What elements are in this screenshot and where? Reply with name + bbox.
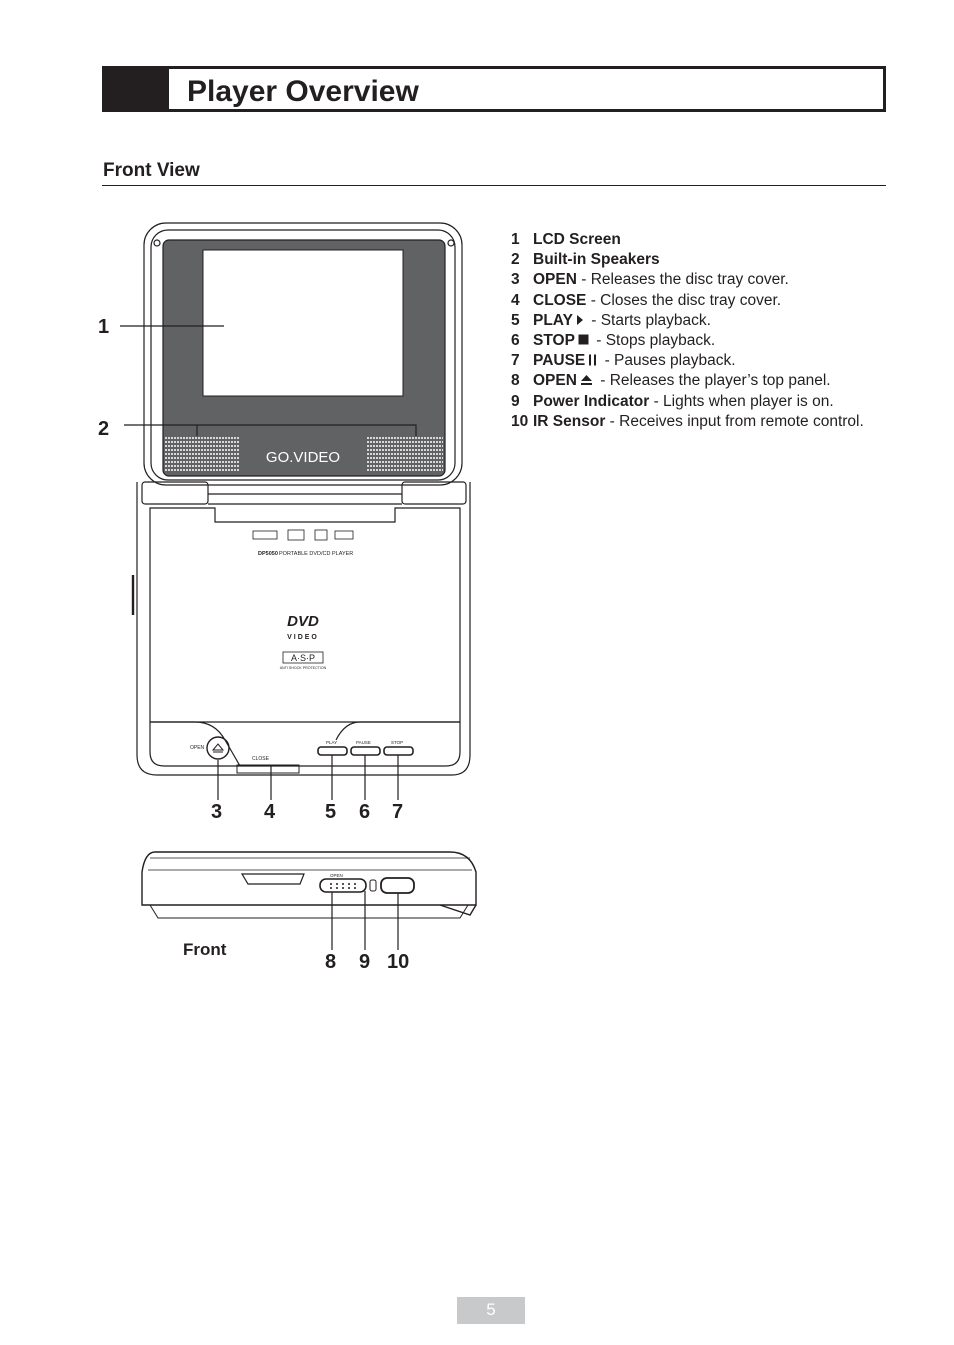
- front-label: Front: [183, 940, 227, 959]
- list-item: 2 Built-in Speakers: [511, 251, 660, 269]
- stop-icon: [578, 334, 589, 345]
- lcd-screen: [202, 249, 404, 397]
- list-item: 8 OPEN - Releases the player’s top panel…: [511, 372, 831, 390]
- callout-6: 6: [359, 801, 371, 823]
- close-label: CLOSE: [252, 756, 270, 762]
- dvd-logo-sub: VIDEO: [287, 634, 319, 641]
- eject-icon: [580, 375, 592, 386]
- section-title: Front View: [103, 160, 200, 181]
- lid-outer: [143, 222, 463, 486]
- pause-icon: [589, 354, 597, 366]
- model-number: DP5050: [258, 551, 278, 557]
- play-button-label: PLAY: [326, 740, 337, 745]
- callout-5: 5: [325, 801, 337, 823]
- list-item: 4 CLOSE - Closes the disc tray cover.: [511, 291, 782, 309]
- callout-1: 1: [98, 316, 110, 338]
- dvd-logo: DVD: [287, 613, 319, 630]
- player-base: [131, 482, 471, 776]
- model-description: PORTABLE DVD/CD PLAYER: [279, 551, 353, 557]
- side-view: [141, 851, 477, 919]
- list-item: 9 Power Indicator - Lights when player i…: [511, 392, 834, 410]
- open-tray-button[interactable]: [206, 736, 230, 760]
- stop-button-label: STOP: [391, 740, 403, 745]
- page-number: 5: [486, 1300, 496, 1319]
- list-item: 10 IR Sensor - Receives input from remot…: [511, 412, 864, 430]
- callout-8: 8: [325, 951, 337, 973]
- leader-lines: [120, 325, 417, 950]
- callout-4: 4: [264, 801, 276, 823]
- lid-inner: [150, 229, 456, 481]
- page-title: Player Overview: [187, 75, 419, 108]
- callout-2: 2: [98, 418, 110, 440]
- play-icon: [576, 314, 583, 325]
- callout-3: 3: [211, 801, 223, 823]
- eject-icon: [211, 743, 225, 753]
- callout-7: 7: [392, 801, 404, 823]
- power-indicator: [369, 879, 377, 892]
- top-panel-open-slider[interactable]: [319, 878, 367, 893]
- section-divider: [102, 185, 886, 186]
- parts-list: 1 LCD Screen 2 Built-in Speakers 3 OPEN …: [511, 230, 891, 432]
- header-block: [105, 69, 169, 109]
- open-button-label: OPEN: [190, 745, 205, 751]
- speaker-right: [367, 437, 443, 471]
- list-item: 3 OPEN - Releases the disc tray cover.: [511, 271, 789, 289]
- format-logos: [252, 529, 354, 541]
- side-open-label: OPEN: [330, 873, 343, 878]
- page-number-box: 5: [457, 1297, 525, 1324]
- hinge: [141, 481, 467, 505]
- list-item: 7 PAUSE - Pauses playback.: [511, 352, 736, 370]
- play-button[interactable]: [317, 746, 348, 756]
- asp-logo-sub: ANTI SHOCK PROTECTION: [280, 666, 327, 670]
- speaker-left: [165, 437, 240, 471]
- stop-button[interactable]: [383, 746, 414, 756]
- pause-button-label: PAUSE: [356, 740, 371, 745]
- callout-9: 9: [359, 951, 371, 973]
- page-header: Player Overview: [102, 66, 886, 112]
- close-tray-button[interactable]: [236, 764, 300, 774]
- list-item: 6 STOP - Stops playback.: [511, 332, 716, 350]
- brand-logo: GO.VIDEO: [266, 449, 340, 466]
- list-item: 1 LCD Screen: [511, 231, 621, 248]
- asp-logo: A·S·P: [291, 653, 315, 663]
- pause-button[interactable]: [350, 746, 381, 756]
- ir-sensor: [380, 877, 415, 894]
- callout-10: 10: [387, 951, 410, 973]
- slider-grip: [330, 883, 356, 889]
- list-item: 5 PLAY - Starts playback.: [511, 311, 711, 329]
